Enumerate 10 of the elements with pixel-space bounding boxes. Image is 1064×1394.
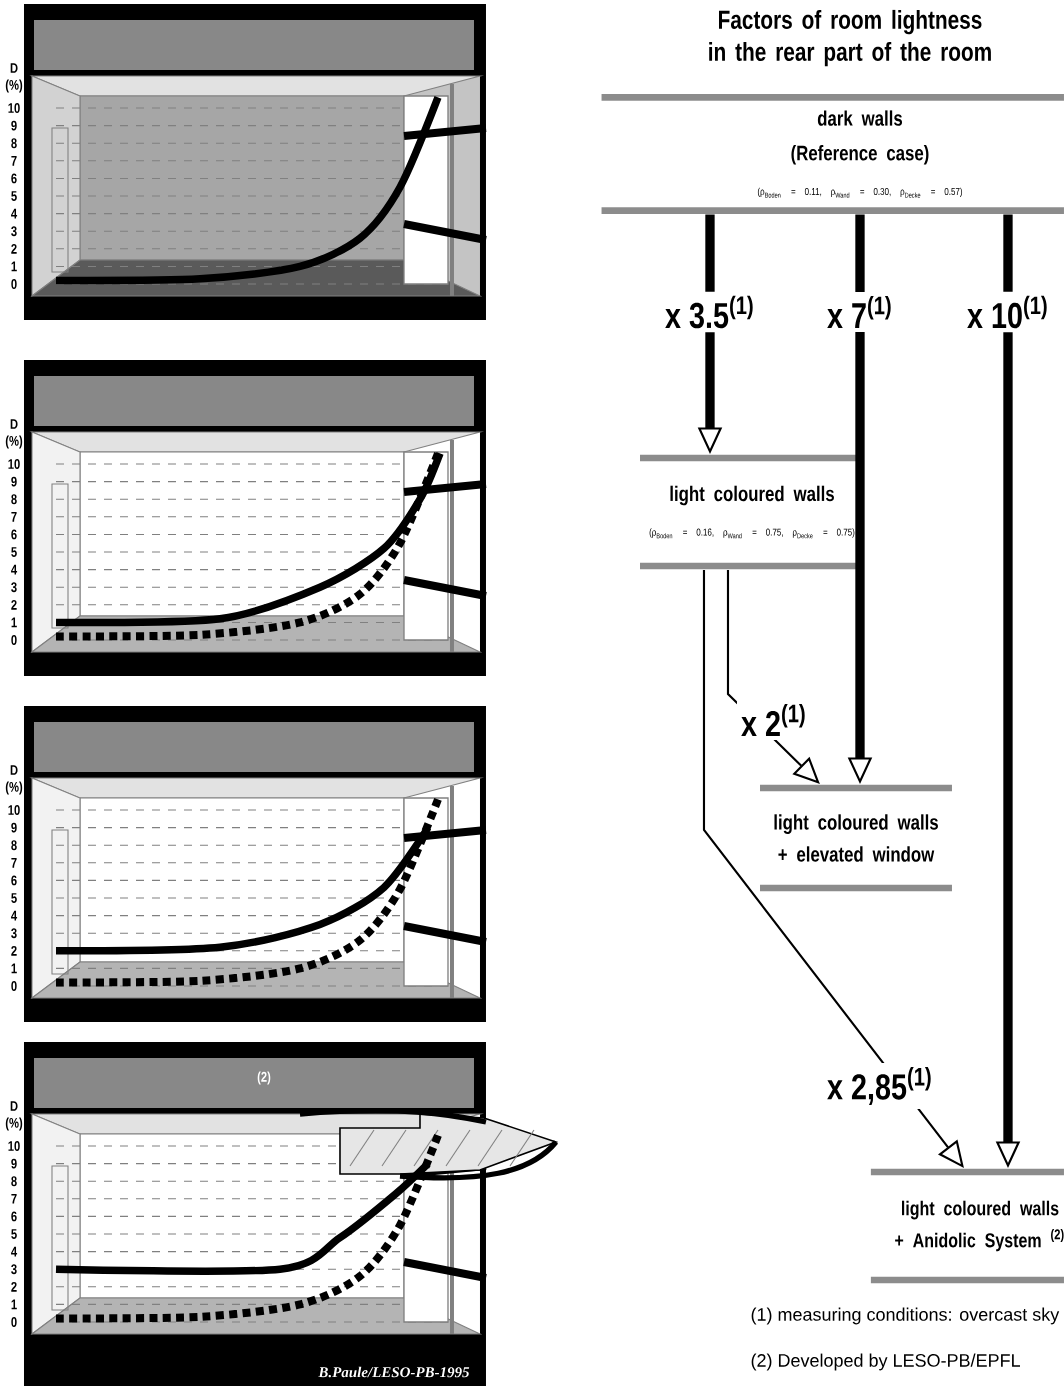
bar-box: light coloured walls + elevated window — [760, 784, 952, 892]
edge-label: x 2,85$^{(1)}$ — [822, 1063, 937, 1109]
edge-label: x 2$^{(1)}$ — [737, 699, 811, 741]
edge-label: x 3.5$^{(1)}$ — [660, 291, 759, 333]
edge-label: x 10$^{(1)}$ — [962, 291, 1053, 333]
title: Factors of room lightness in the rear part of the room — [709, 9, 991, 67]
footnote: (1) measuring conditions: overcast sky — [751, 1307, 1060, 1325]
edge-label: x 7$^{(1)}$ — [823, 291, 897, 333]
footnote: (2) Developed by LESO-PB/EPFL — [751, 1353, 1020, 1371]
bar-box: light coloured walls + Anidolic System $^{(2)}$ — [870, 1168, 1064, 1284]
